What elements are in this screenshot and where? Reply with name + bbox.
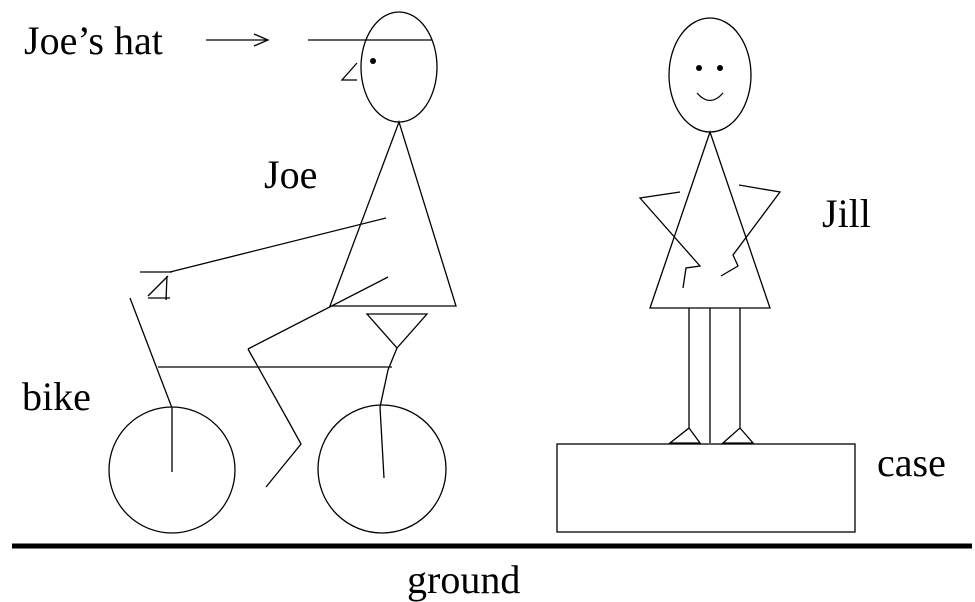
jill-figure (638, 17, 782, 444)
jill-arm-left (638, 191, 702, 289)
bike-seat-stay (379, 347, 398, 408)
label-bike: bike (22, 374, 91, 419)
bike-head-tube (165, 275, 168, 301)
label-joes-hat: Joe’s hat (24, 18, 163, 63)
label-case: case (877, 440, 946, 485)
jill-eye-right (717, 65, 723, 71)
label-ground: ground (407, 557, 520, 602)
bike-handlebar-diagonal (147, 275, 169, 297)
label-jill: Jill (822, 191, 871, 236)
label-joe: Joe (264, 152, 317, 197)
joe-leg-thigh (247, 276, 389, 350)
bike (108, 271, 447, 534)
jill-eye-left (696, 65, 702, 71)
joe-leg-shin (247, 348, 302, 488)
jill-dress (649, 129, 771, 309)
case-box (556, 443, 856, 533)
bike-rear-wheel (317, 404, 447, 534)
joe-arm (169, 217, 387, 273)
jill-head (668, 17, 752, 133)
joe-head (360, 11, 438, 123)
bike-seat (365, 313, 429, 349)
bike-fork (129, 297, 173, 409)
jill-leg-left (668, 308, 702, 444)
bike-rear-hub (379, 406, 385, 479)
joe-nose (340, 62, 358, 81)
joe-body (329, 119, 457, 307)
jill-leg-right-outer (721, 308, 755, 444)
joe-eye (370, 58, 376, 64)
jill-arm-right (720, 184, 782, 277)
bike-front-wheel (108, 406, 236, 534)
joe-figure (169, 11, 457, 488)
jill-smile (696, 92, 724, 102)
hat-arrow-icon (206, 33, 270, 47)
